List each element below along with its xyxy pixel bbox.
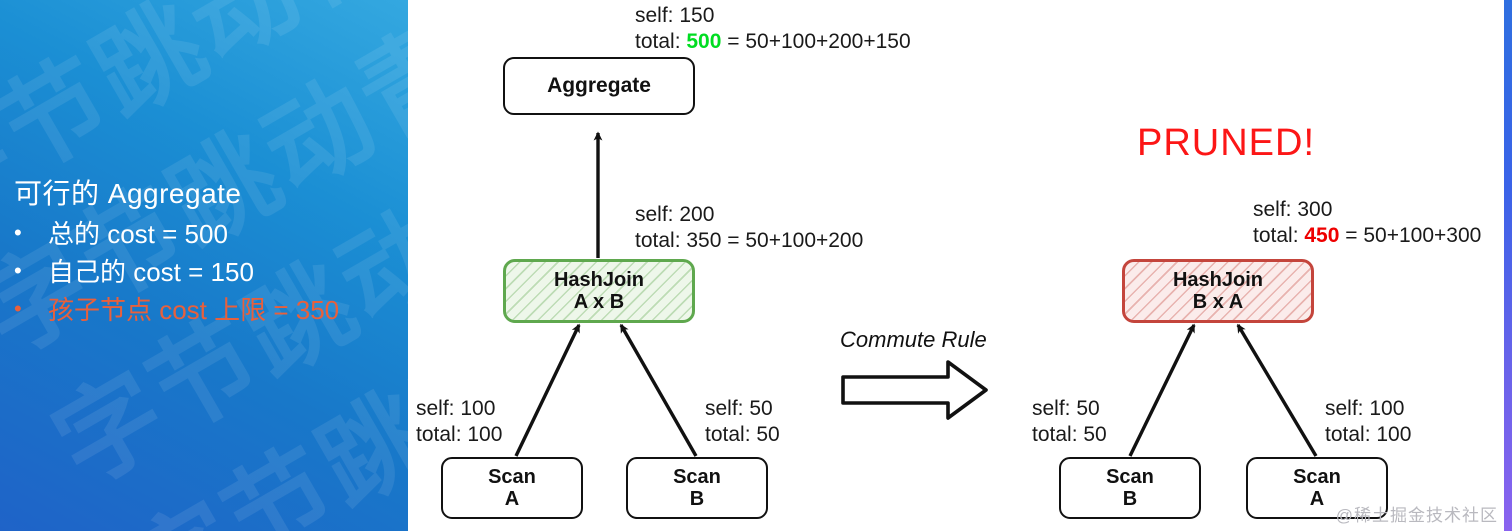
node-scan-b-left-sublabel: B [689, 488, 705, 510]
annotation-aggregate: self: 150 total: 500 = 50+100+200+150 [635, 3, 911, 54]
node-hashjoin-bxa-label: HashJoin [1172, 268, 1264, 291]
node-hashjoin-bxa-sublabel: B x A [1192, 291, 1244, 313]
annotation-scan-a-left-self: self: 100 [416, 397, 496, 420]
connector-layer [514, 131, 1318, 457]
total-value: 450 [1304, 223, 1340, 247]
node-scan-a-left-label: Scan [488, 465, 536, 488]
node-scan-a-left-sublabel: A [504, 488, 520, 510]
total-value: 500 [686, 29, 722, 53]
list-item: • 孩子节点 cost 上限 = 350 [14, 292, 408, 329]
total-prefix: total: [1253, 223, 1305, 247]
annotation-scan-a-right-self: self: 100 [1325, 397, 1405, 420]
edge-scanB-to-join [619, 323, 698, 457]
node-scan-a-left[interactable]: Scan A [441, 457, 583, 519]
annotation-scan-a-right-total: total: 100 [1325, 422, 1412, 446]
node-scan-b-left-label: Scan [673, 465, 721, 488]
node-hashjoin-axb[interactable]: HashJoin A x B [503, 259, 695, 323]
annotation-scan-b-right: self: 50 total: 50 [1032, 396, 1107, 447]
annotation-scan-a-left-total: total: 100 [416, 422, 503, 446]
node-hashjoin-axb-sublabel: A x B [573, 291, 625, 313]
annotation-hashjoin-bxa-self: self: 300 [1253, 198, 1333, 221]
node-scan-b-left[interactable]: Scan B [626, 457, 768, 519]
annotation-scan-b-left: self: 50 total: 50 [705, 396, 780, 447]
panel-title: 可行的 Aggregate [14, 178, 242, 209]
node-aggregate[interactable]: Aggregate [503, 57, 695, 115]
bullet-marker-icon: • [14, 295, 22, 321]
bullet-text: 自己的 cost = 150 [48, 256, 254, 287]
commute-rule-arrow-icon [841, 360, 988, 420]
bullet-marker-icon: • [14, 257, 22, 283]
node-scan-a-right-sublabel: A [1309, 488, 1325, 510]
node-hashjoin-bxa[interactable]: HashJoin B x A [1122, 259, 1314, 323]
annotation-hashjoin-bxa-total: total: 450 = 50+100+300 [1253, 223, 1481, 249]
annotation-hashjoin-bxa: self: 300 total: 450 = 50+100+300 [1253, 197, 1481, 248]
status-badge-pruned: PRUNED! [1137, 122, 1316, 164]
panel-content: 可行的 Aggregate • 总的 cost = 500 • 自己的 cost… [14, 176, 408, 330]
annotation-aggregate-self: self: 150 [635, 4, 715, 27]
annotation-scan-b-right-self: self: 50 [1032, 397, 1100, 420]
bullet-text: 总的 cost = 500 [48, 218, 228, 249]
commute-rule-label: Commute Rule [840, 327, 987, 352]
node-scan-b-right-label: Scan [1106, 465, 1154, 488]
annotation-hashjoin-axb-self: self: 200 [635, 203, 715, 226]
bullet-text-accent: 孩子节点 cost 上限 = 350 [48, 294, 340, 325]
right-edge-gradient-strip [1504, 0, 1512, 531]
edge-scanA-to-join-right [1236, 323, 1318, 457]
node-scan-b-right-sublabel: B [1122, 488, 1138, 510]
annotation-aggregate-total: total: 500 = 50+100+200+150 [635, 29, 911, 55]
node-scan-a-right-label: Scan [1293, 465, 1341, 488]
total-prefix: total: [635, 29, 687, 53]
left-info-panel: 字节跳动青训营 字节跳动青训营 字节跳动青训营 字节跳动青训营 可行的 Aggr… [0, 0, 408, 531]
node-aggregate-label: Aggregate [547, 74, 651, 97]
node-scan-b-right[interactable]: Scan B [1059, 457, 1201, 519]
diagram-canvas: Aggregate HashJoin A x B Scan A Scan B s… [408, 0, 1512, 531]
total-suffix: = 50+100+200+150 [721, 29, 911, 53]
panel-bullet-list: • 总的 cost = 500 • 自己的 cost = 150 • 孩子节点 … [14, 216, 408, 329]
annotation-hashjoin-axb: self: 200 total: 350 = 50+100+200 [635, 202, 863, 253]
edge-scanA-to-join [514, 323, 581, 457]
edge-scanB-to-join-right [1128, 323, 1196, 457]
node-hashjoin-axb-label: HashJoin [553, 268, 645, 291]
annotation-scan-b-left-self: self: 50 [705, 397, 773, 420]
annotation-scan-b-right-total: total: 50 [1032, 422, 1107, 446]
list-item: • 自己的 cost = 150 [14, 254, 408, 291]
list-item: • 总的 cost = 500 [14, 216, 408, 253]
bullet-marker-icon: • [14, 219, 22, 245]
total-suffix: = 50+100+300 [1339, 223, 1482, 247]
annotation-scan-b-left-total: total: 50 [705, 422, 780, 446]
node-scan-a-right[interactable]: Scan A [1246, 457, 1388, 519]
corner-watermark: @稀土掘金技术社区 [1335, 506, 1498, 525]
annotation-scan-a-left: self: 100 total: 100 [416, 396, 502, 447]
annotation-hashjoin-axb-total: total: 350 = 50+100+200 [635, 228, 864, 252]
annotation-scan-a-right: self: 100 total: 100 [1325, 396, 1411, 447]
